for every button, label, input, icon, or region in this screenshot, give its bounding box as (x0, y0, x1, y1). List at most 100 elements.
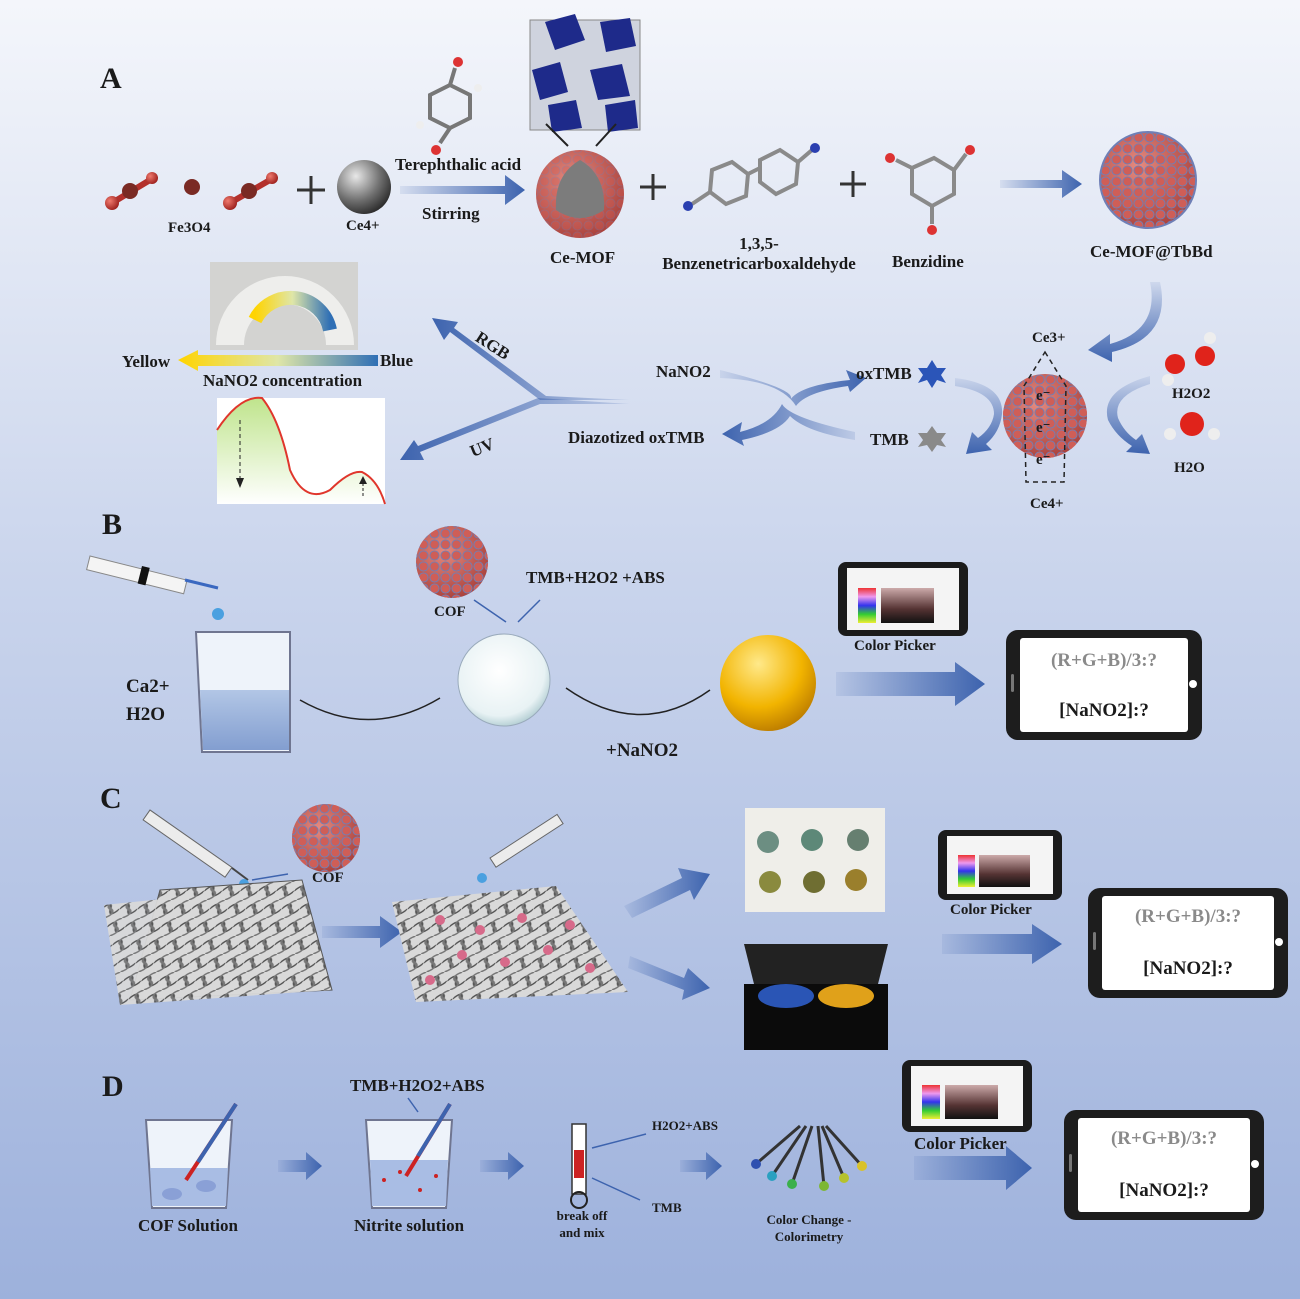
color-change-label: Color Change - (766, 1212, 852, 1227)
colorimetry-label: Colorimetry (774, 1229, 844, 1244)
yellow-droplet-icon (720, 635, 816, 731)
fe3o4-molecules-icon (105, 172, 278, 210)
swab-icon (184, 1102, 238, 1182)
phone-result-b (1006, 630, 1202, 740)
cof-solution-label: COF Solution (138, 1216, 238, 1235)
color-swabs-fan-icon (751, 1124, 867, 1191)
ce-mof-label: Ce-MOF (550, 248, 616, 267)
color-picker-label-d: Color Picker (914, 1134, 1007, 1153)
tablet-color-picker-c (938, 830, 1062, 900)
btca-label-line1: 1,3,5- (739, 234, 779, 253)
diazotized-oxtmb-label: Diazotized oxTMB (568, 428, 705, 447)
blue-label: Blue (380, 351, 414, 370)
tmb-star-icon (918, 426, 946, 452)
ce-mof-tbbd-label: Ce-MOF@TbBd (1090, 242, 1213, 261)
nano2-label: NaNO2 (656, 362, 711, 381)
color-picker-label-b: Color Picker (854, 638, 936, 654)
fabric-mesh-icon (104, 890, 330, 1005)
electron-label-3: e⁻ (1036, 452, 1051, 468)
result-arrow-icon (942, 924, 1062, 964)
cof-sphere-icon (416, 526, 488, 598)
ce4-bottom-label: Ce4+ (1030, 496, 1064, 512)
and-mix-label: and mix (559, 1225, 605, 1240)
process-arrow-icon (480, 1152, 524, 1180)
rgb-formula-b: (R+G+B)/3:? (1050, 650, 1158, 671)
synthesis-arrow-icon (1000, 170, 1082, 198)
water-drop-icon (477, 873, 487, 883)
mof-crystal-structure-icon (529, 14, 641, 132)
ce3-label: Ce3+ (1032, 330, 1066, 346)
exchange-arrow-icon (722, 404, 855, 446)
ca-label: Ca2+ (126, 676, 170, 697)
electron-label-2: e⁻ (1036, 420, 1051, 436)
water-drop-icon (212, 608, 224, 620)
cof-sphere-icon (292, 804, 360, 872)
ce-mof-tbbd-sphere-icon (1099, 131, 1197, 229)
colorimeter-box-icon (744, 944, 888, 1050)
link-arc (565, 687, 711, 716)
tmb-label: TMB (870, 430, 909, 449)
exchange-arrow-icon (720, 370, 866, 406)
stirring-label: Stirring (422, 204, 480, 223)
swab-icon (404, 1102, 452, 1178)
tablet-color-picker-d (902, 1060, 1032, 1132)
result-arrow-icon (914, 1146, 1032, 1190)
nitrite-solution-label: Nitrite solution (354, 1216, 465, 1235)
electron-label-1: e⁻ (1036, 388, 1051, 404)
uv-arrow-icon (400, 398, 630, 460)
add-nitrite-label: +NaNO2 (606, 740, 679, 761)
color-picker-label-c: Color Picker (950, 902, 1032, 918)
curved-arrow-icon (1106, 376, 1150, 454)
oxtmb-star-icon (918, 360, 946, 388)
h2o-molecule-icon (1164, 412, 1220, 440)
process-arrow-icon (680, 1152, 722, 1180)
process-arrow-icon (628, 956, 710, 1000)
ce-mof-sphere-icon (536, 150, 624, 238)
section-label-b: B (102, 508, 123, 541)
h2o-label: H2O (1174, 460, 1205, 476)
syringe-icon (489, 813, 564, 868)
tmb-label-d: TMB (652, 1200, 682, 1215)
beaker-icon (194, 631, 291, 753)
reagents-label-d: TMB+H2O2+ABS (350, 1076, 485, 1095)
rgb-arrow-icon (432, 318, 630, 400)
fe3o4-label: Fe3O4 (168, 220, 211, 236)
rgb-formula-d: (R+G+B)/3:? (1110, 1128, 1218, 1149)
process-arrow-icon (624, 868, 710, 918)
benzidine-label: Benzidine (892, 252, 964, 271)
benzenetricarboxaldehyde-molecule-icon (683, 143, 820, 211)
process-arrow-icon (322, 916, 402, 948)
plus-icon (297, 176, 325, 204)
rgb-formula-c: (R+G+B)/3:? (1134, 906, 1242, 927)
cerium-ion-sphere (337, 160, 391, 214)
nitrite-result-b: [NaNO2]:? (1059, 700, 1149, 721)
curved-arrow-icon (955, 378, 1003, 454)
yellow-blue-gradient-arrow-icon (178, 350, 378, 371)
h2o2-molecule-icon (1162, 332, 1216, 386)
ce4-top-label: Ce4+ (346, 218, 380, 234)
terephthalic-acid-label: Terephthalic acid (395, 155, 522, 174)
test-tube-icon (570, 1123, 588, 1209)
section-label-c: C (100, 782, 122, 815)
section-label-d: D (102, 1070, 124, 1103)
oxtmb-label: oxTMB (856, 364, 912, 383)
syringe-icon (86, 555, 219, 595)
water-label: H2O (126, 704, 166, 725)
clear-droplet-icon (457, 633, 551, 727)
catalyst-sphere-icon (1003, 350, 1087, 483)
tablet-color-picker-b (838, 562, 968, 636)
btca-label-line2: Benzenetricarboxaldehyde (662, 254, 856, 273)
curved-arrow-icon (1088, 282, 1162, 362)
synthesis-arrow-icon (400, 175, 525, 205)
terephthalic-acid-molecule-icon (416, 57, 482, 155)
plus-icon (640, 174, 666, 200)
beaker-icon (364, 1119, 454, 1209)
plus-icon (840, 171, 866, 197)
benzidine-molecule-icon (885, 145, 975, 235)
yellow-label: Yellow (122, 352, 171, 371)
cof-label-b: COF (434, 604, 466, 620)
coated-fabric-mesh-icon (392, 886, 628, 1002)
h2o2-abs-label: H2O2+ABS (652, 1118, 718, 1133)
nano2-concentration-label: NaNO2 concentration (203, 371, 363, 390)
